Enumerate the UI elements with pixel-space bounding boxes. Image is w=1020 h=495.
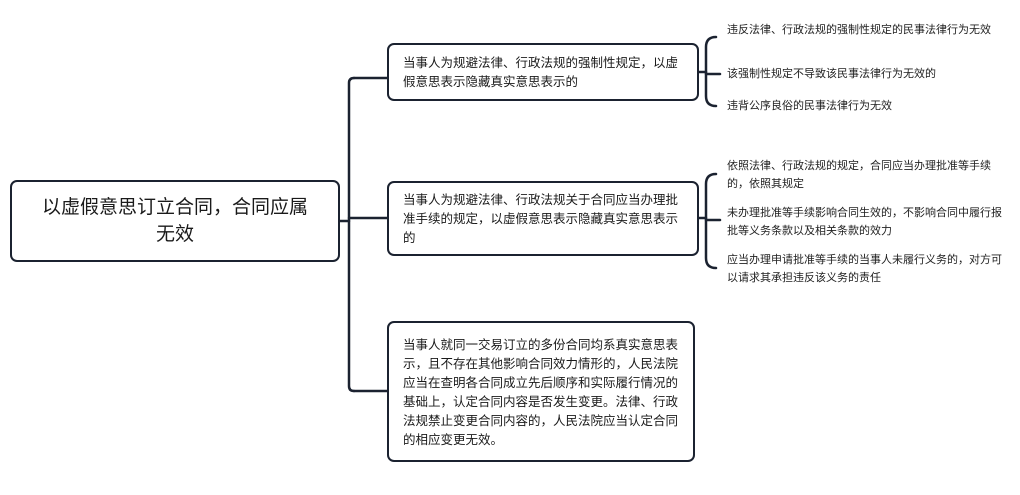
leaf-1-1[interactable]: 违反法律、行政法规的强制性规定的民事法律行为无效 [727,23,991,36]
root-topic-label: 以虚假意思订立合同，合同应属无效 [41,196,308,245]
branch-2-label: 当事人为规避法律、行政法规关于合同应当办理批准手续的规定，以虚假意思表示隐藏真实… [403,192,679,245]
root-topic[interactable]: 以虚假意思订立合同，合同应属无效 [10,180,340,262]
branch-1[interactable]: 当事人为规避法律、行政法规的强制性规定，以虚假意思表示隐藏真实意思表示的 [387,43,699,101]
connector-leaf-1-bracket [704,35,718,108]
leaf-1-2[interactable]: 该强制性规定不导致该民事法律行为无效的 [727,67,936,80]
branch-3-label: 当事人就同一交易订立的多份合同均系真实意思表示，且不存在其他影响合同效力情形的，… [403,336,679,447]
connector-trunk [347,76,356,393]
leaf-2-3[interactable]: 应当办理申请批准等手续的当事人未履行义务的，对方可以请求其承担违反该义务的责任 [727,253,1002,284]
leaf-1-3[interactable]: 违背公序良俗的民事法律行为无效 [727,99,892,112]
branch-2[interactable]: 当事人为规避法律、行政法规关于合同应当办理批准手续的规定，以虚假意思表示隐藏真实… [387,181,699,256]
leaf-2-2[interactable]: 未办理批准等手续影响合同生效的，不影响合同中履行报批等义务条款以及相关条款的效力 [727,206,1002,237]
branch-3[interactable]: 当事人就同一交易订立的多份合同均系真实意思表示，且不存在其他影响合同效力情形的，… [387,321,695,462]
branch-1-label: 当事人为规避法律、行政法规的强制性规定，以虚假意思表示隐藏真实意思表示的 [403,55,679,89]
leaf-2-1[interactable]: 依照法律、行政法规的规定，合同应当办理批准等手续的，依照其规定 [727,159,991,190]
